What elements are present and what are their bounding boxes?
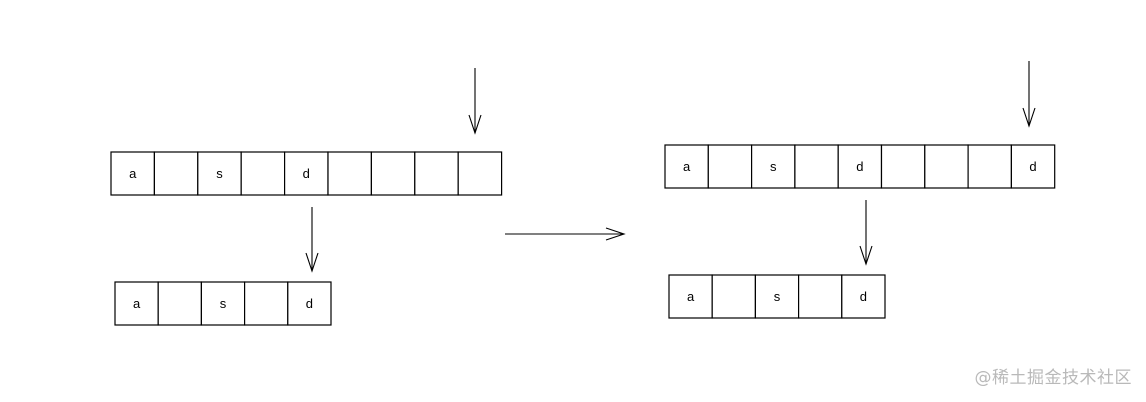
transition-arrow [505, 227, 626, 241]
left-source-pointer-arrow [468, 68, 482, 135]
right-source-array-cell-8-label: d [1029, 159, 1036, 174]
left-source-array-cell-5 [327, 151, 373, 196]
right-source-array-cell-5 [880, 144, 926, 189]
right-result-array-cell-1 [711, 274, 757, 319]
left-source-array-cell-2-label: s [216, 166, 223, 181]
left-source-array-cell-3 [240, 151, 286, 196]
right-source-array-cell-2-label: s [770, 159, 777, 174]
right-result-array-cell-2 [754, 274, 800, 319]
left-source-array-cell-8 [457, 151, 503, 196]
left-source-array-cell-0-label: a [129, 166, 137, 181]
right-source-array-cell-7 [967, 144, 1012, 189]
right-source-pointer-arrow [1022, 61, 1036, 128]
right-source-array-cell-1 [707, 144, 753, 189]
right-result-array-cell-3 [797, 274, 843, 319]
left-result-array-cell-1 [157, 281, 202, 326]
left-result-array-cell-2 [200, 281, 246, 326]
right-result-pointer-arrow [859, 200, 873, 266]
left-result-array-cell-3 [244, 281, 289, 326]
left-source-array-cell-2 [197, 151, 242, 196]
left-source-array-cell-4-label: d [303, 166, 310, 181]
right-result-array-cell-4 [841, 274, 886, 319]
left-result-pointer-arrow [305, 207, 319, 273]
left-source-array-cell-4 [284, 151, 329, 196]
right-source-array-cell-6 [924, 144, 969, 189]
right-source-array-cell-0-label: a [683, 159, 691, 174]
right-source-array-cell-4-label: d [856, 159, 863, 174]
right-result-array-cell-0-label: a [687, 289, 695, 304]
right-source-array-cell-4 [837, 144, 883, 189]
right-result-array-cell-4-label: d [860, 289, 867, 304]
left-result-array-cell-0-label: a [133, 296, 141, 311]
left-source-array-cell-1 [153, 151, 199, 196]
watermark-text: @稀土掘金技术社区 [974, 368, 1132, 388]
right-source-array-cell-0 [664, 144, 709, 189]
left-result-array-cell-2-label: s [220, 296, 227, 311]
left-source-array-cell-0 [110, 151, 156, 196]
left-source-array-cell-7 [414, 151, 459, 196]
left-result-array-cell-4-label: d [306, 296, 313, 311]
right-result-array-cell-2-label: s [774, 289, 781, 304]
right-source-array-cell-2 [750, 144, 796, 189]
left-source-array-cell-6 [370, 151, 416, 196]
right-source-array-cell-3 [794, 144, 839, 189]
left-result-array-cell-4 [287, 281, 332, 326]
right-source-array-cell-8 [1010, 144, 1056, 189]
